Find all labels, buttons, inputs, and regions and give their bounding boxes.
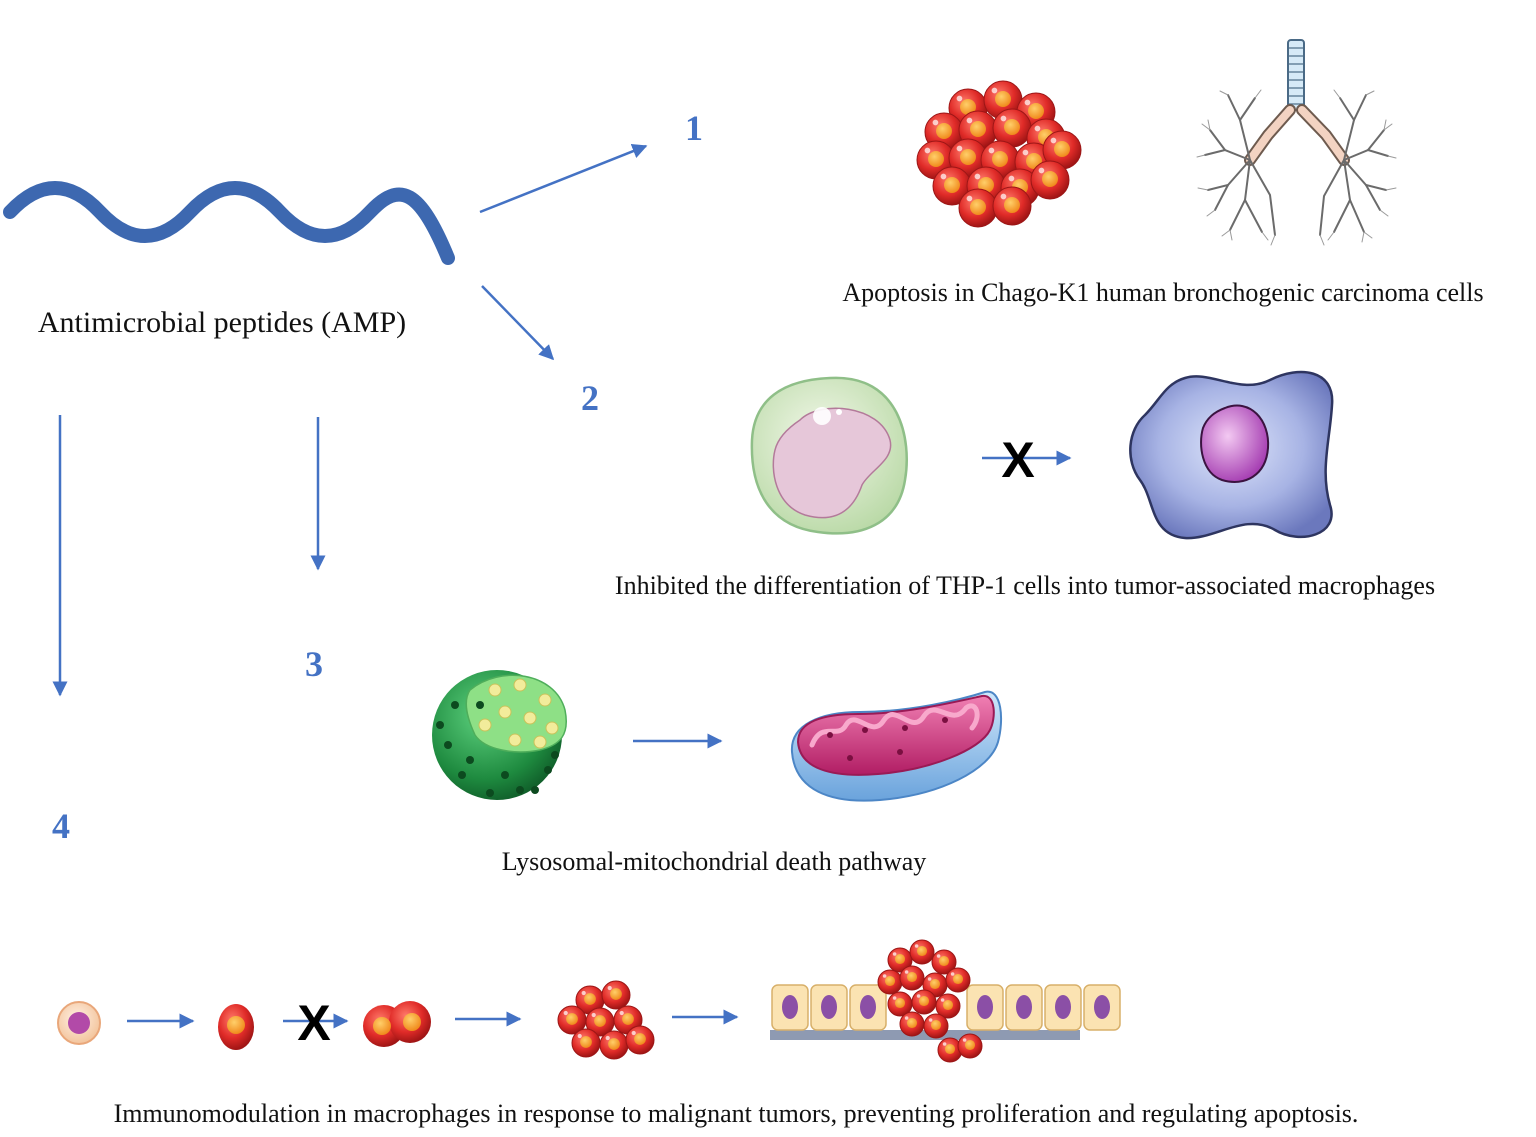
tumor-tissue-icon: [770, 939, 1121, 1063]
arrow-to-pathway-2: [481, 285, 555, 361]
pathway-4-caption: Immunomodulation in macrophages in respo…: [114, 1099, 1359, 1128]
lysosome-icon: [432, 670, 567, 800]
blocked-x-mark-proliferation: X: [297, 995, 330, 1051]
small-tumor-cluster-icon: [557, 980, 655, 1060]
pathway-3-caption: Lysosomal-mitochondrial death pathway: [502, 847, 927, 876]
mitochondrion-icon: [790, 690, 1003, 802]
pathway-1-number: 1: [685, 108, 703, 148]
pathway-4-number: 4: [52, 806, 70, 846]
peptide-wave-icon: [3, 181, 455, 265]
tumor-cell-cluster-icon: [916, 80, 1082, 228]
single-cell-icon: [57, 1001, 101, 1045]
pathway-2-number: 2: [581, 378, 599, 418]
peptide-label: Antimicrobial peptides (AMP): [38, 306, 406, 339]
blocked-x-mark: X: [1001, 432, 1034, 488]
pathway-1-caption: Apoptosis in Chago-K1 human bronchogenic…: [842, 278, 1483, 307]
tumor-cell-icon: [218, 1004, 254, 1050]
lung-bronchi-icon: [1196, 39, 1397, 246]
pathway-3-number: 3: [305, 644, 323, 684]
arrow-to-pathway-1: [479, 144, 648, 214]
pathway-2-caption: Inhibited the differentiation of THP-1 c…: [615, 571, 1435, 600]
dividing-cell-icon: [363, 1001, 431, 1047]
macrophage-cell-icon: [1129, 370, 1334, 540]
monocyte-cell-icon: [750, 376, 908, 535]
